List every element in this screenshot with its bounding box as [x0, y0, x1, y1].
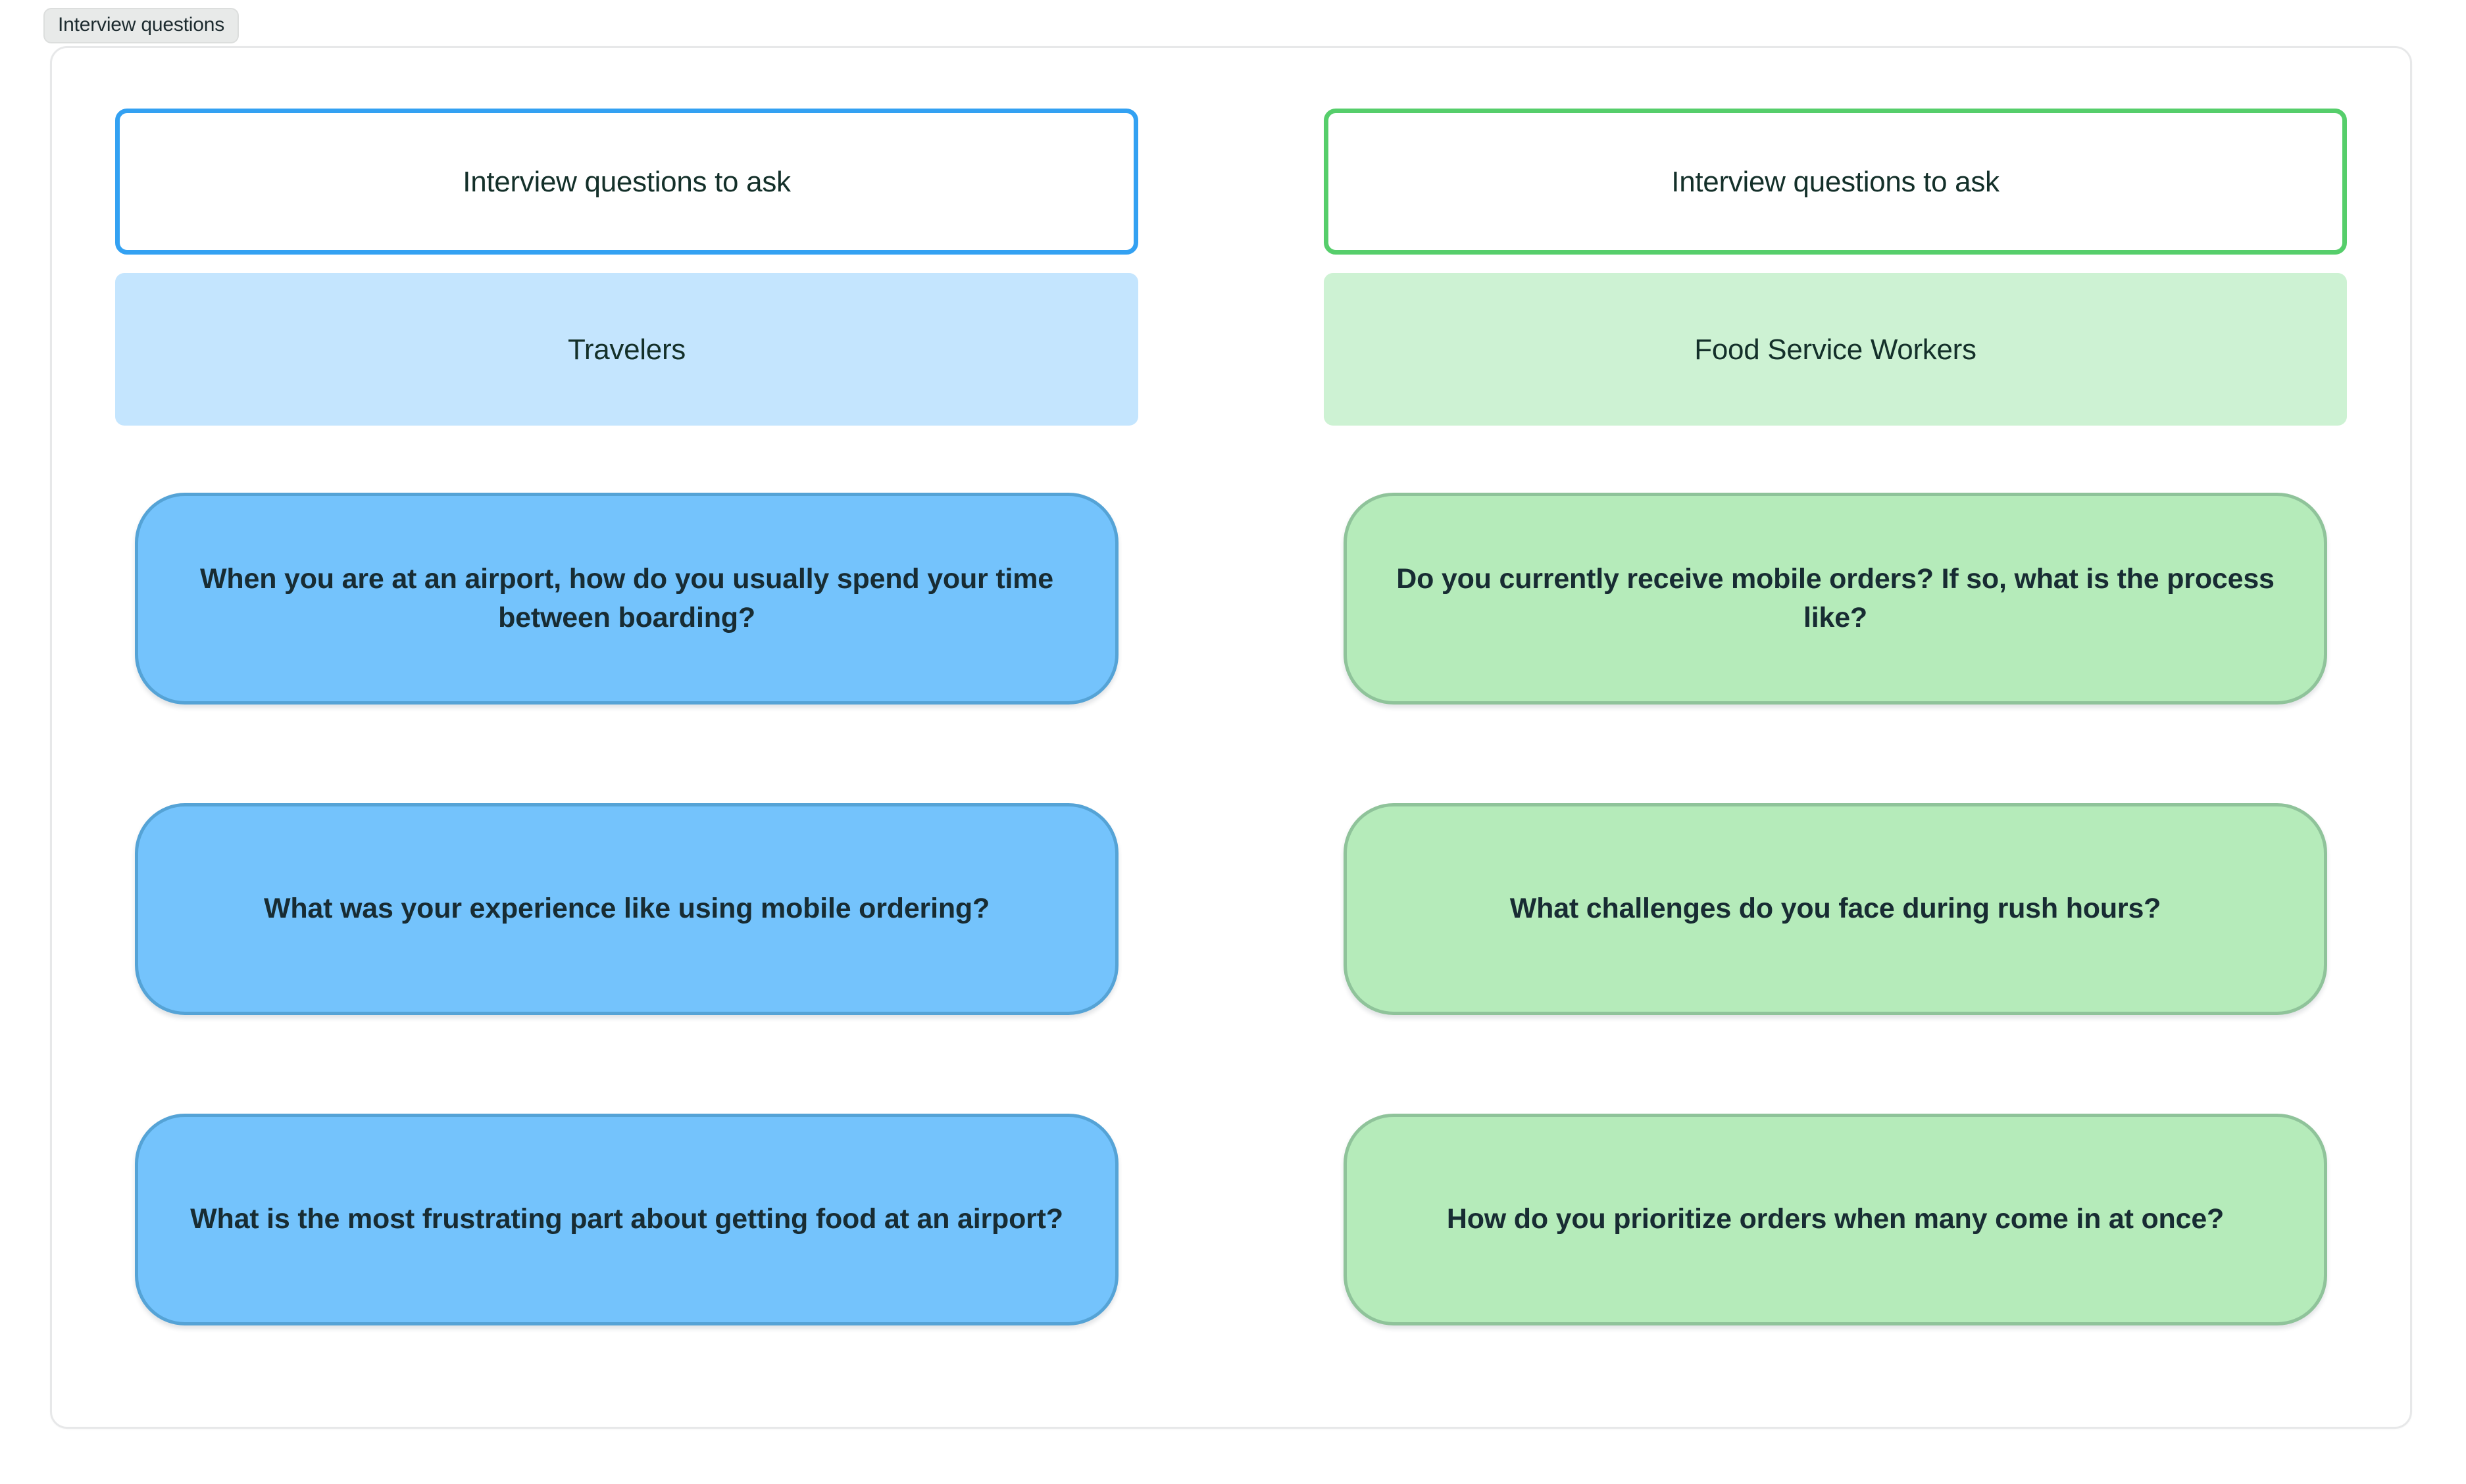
- question-text: What was your experience like using mobi…: [263, 893, 990, 925]
- question-list-food-service-workers: Do you currently receive mobile orders? …: [1324, 493, 2347, 1325]
- column-title-text: Interview questions to ask: [463, 165, 791, 198]
- question-text: What challenges do you face during rush …: [1509, 893, 2161, 925]
- tab-interview-questions[interactable]: Interview questions: [43, 8, 239, 43]
- question-pill[interactable]: What was your experience like using mobi…: [135, 803, 1119, 1015]
- question-pill[interactable]: Do you currently receive mobile orders? …: [1344, 493, 2327, 705]
- question-text: What is the most frustrating part about …: [190, 1203, 1063, 1235]
- question-list-travelers: When you are at an airport, how do you u…: [115, 493, 1138, 1325]
- question-pill[interactable]: What challenges do you face during rush …: [1344, 803, 2327, 1015]
- tab-bar: Interview questions: [43, 8, 239, 43]
- column-travelers: Interview questions to ask Travelers Whe…: [115, 109, 1138, 1364]
- segment-band-food-service-workers[interactable]: Food Service Workers: [1324, 273, 2347, 426]
- column-title-text: Interview questions to ask: [1671, 165, 2000, 198]
- segment-band-label: Travelers: [567, 333, 686, 366]
- question-text: Do you currently receive mobile orders? …: [1396, 562, 2275, 633]
- column-food-service-workers: Interview questions to ask Food Service …: [1324, 109, 2347, 1364]
- column-title-card-food-service-workers[interactable]: Interview questions to ask: [1324, 109, 2347, 255]
- question-pill[interactable]: How do you prioritize orders when many c…: [1344, 1114, 2327, 1325]
- question-text: How do you prioritize orders when many c…: [1446, 1203, 2225, 1235]
- question-pill[interactable]: When you are at an airport, how do you u…: [135, 493, 1119, 705]
- board-columns: Interview questions to ask Travelers Whe…: [52, 48, 2410, 1427]
- question-pill[interactable]: What is the most frustrating part about …: [135, 1114, 1119, 1325]
- column-title-card-travelers[interactable]: Interview questions to ask: [115, 109, 1138, 255]
- segment-band-label: Food Service Workers: [1694, 333, 1976, 366]
- segment-band-travelers[interactable]: Travelers: [115, 273, 1138, 426]
- question-text: When you are at an airport, how do you u…: [200, 562, 1053, 633]
- interview-questions-board: Interview questions to ask Travelers Whe…: [50, 46, 2412, 1429]
